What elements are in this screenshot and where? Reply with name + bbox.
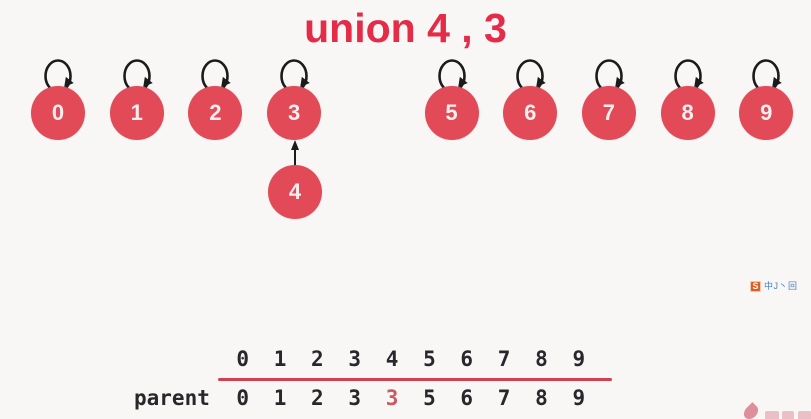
node-label: 1 bbox=[130, 100, 143, 125]
up-arrow-icon bbox=[291, 140, 299, 168]
table-cell: 8 bbox=[535, 347, 548, 371]
node-label: 7 bbox=[602, 100, 616, 125]
node-circle: 2 bbox=[188, 86, 243, 140]
node-circle: 4 bbox=[268, 165, 322, 219]
node-label: 4 bbox=[288, 179, 302, 204]
graph-node: 1 bbox=[109, 59, 164, 140]
table-cell: 8 bbox=[535, 386, 548, 410]
parent-array-label: parent bbox=[134, 386, 210, 410]
table-cell: 3 bbox=[348, 386, 362, 410]
node-circle: 8 bbox=[660, 86, 715, 140]
table-cell: 3 bbox=[348, 347, 362, 371]
node-label: 5 bbox=[445, 100, 458, 125]
table-divider bbox=[218, 378, 612, 381]
graph-node: 4 bbox=[268, 165, 322, 219]
node-circle: 7 bbox=[581, 86, 636, 140]
table-cell: 9 bbox=[572, 347, 586, 371]
graph-node: 7 bbox=[581, 59, 636, 140]
node-circle: 9 bbox=[739, 86, 794, 140]
table-cell: 4 bbox=[385, 347, 399, 371]
brand-text-fragment bbox=[782, 411, 794, 419]
table-cell: 5 bbox=[423, 347, 436, 371]
table-cell: 6 bbox=[460, 386, 474, 410]
slide-title: union 4 , 3 bbox=[304, 5, 507, 51]
watermark-text: 中J丶回 bbox=[764, 281, 798, 291]
table-cell: 6 bbox=[460, 347, 474, 371]
table-cell: 2 bbox=[311, 386, 324, 410]
brand-text-fragment bbox=[798, 411, 811, 419]
node-circle: 5 bbox=[424, 86, 479, 140]
table-cell: 0 bbox=[236, 386, 249, 410]
node-label: 3 bbox=[287, 100, 301, 125]
graph-node: 8 bbox=[660, 59, 715, 140]
table-cell: 1 bbox=[273, 386, 287, 410]
graph-node: 3 bbox=[267, 59, 322, 140]
node-circle: 3 bbox=[267, 86, 322, 140]
node-label: 6 bbox=[524, 100, 537, 125]
brand-flame-icon bbox=[741, 402, 761, 419]
node-label: 9 bbox=[760, 100, 773, 125]
table-cell: 0 bbox=[236, 347, 249, 371]
graph-node: 2 bbox=[188, 59, 243, 140]
watermark: S 中J丶回 bbox=[750, 281, 798, 292]
node-label: 8 bbox=[681, 100, 694, 125]
node-circle: 6 bbox=[503, 86, 558, 140]
brand-text-fragment bbox=[765, 411, 779, 419]
node-label: 2 bbox=[209, 100, 222, 125]
watermark-badge-icon: S bbox=[750, 281, 761, 292]
node-circle: 0 bbox=[31, 86, 85, 140]
node-label: 0 bbox=[51, 100, 65, 125]
table-cell: 1 bbox=[273, 347, 287, 371]
table-cell: 5 bbox=[423, 386, 436, 410]
table-cell: 7 bbox=[497, 386, 511, 410]
node-circle: 1 bbox=[109, 86, 164, 140]
graph-node: 9 bbox=[739, 59, 794, 140]
graph-node: 6 bbox=[503, 59, 558, 140]
graph-node: 0 bbox=[31, 59, 85, 140]
graph-node: 5 bbox=[424, 59, 479, 140]
table-cell: 3 bbox=[385, 386, 399, 410]
table-cell: 7 bbox=[497, 347, 511, 371]
table-cell: 9 bbox=[572, 386, 586, 410]
table-cell: 2 bbox=[311, 347, 324, 371]
